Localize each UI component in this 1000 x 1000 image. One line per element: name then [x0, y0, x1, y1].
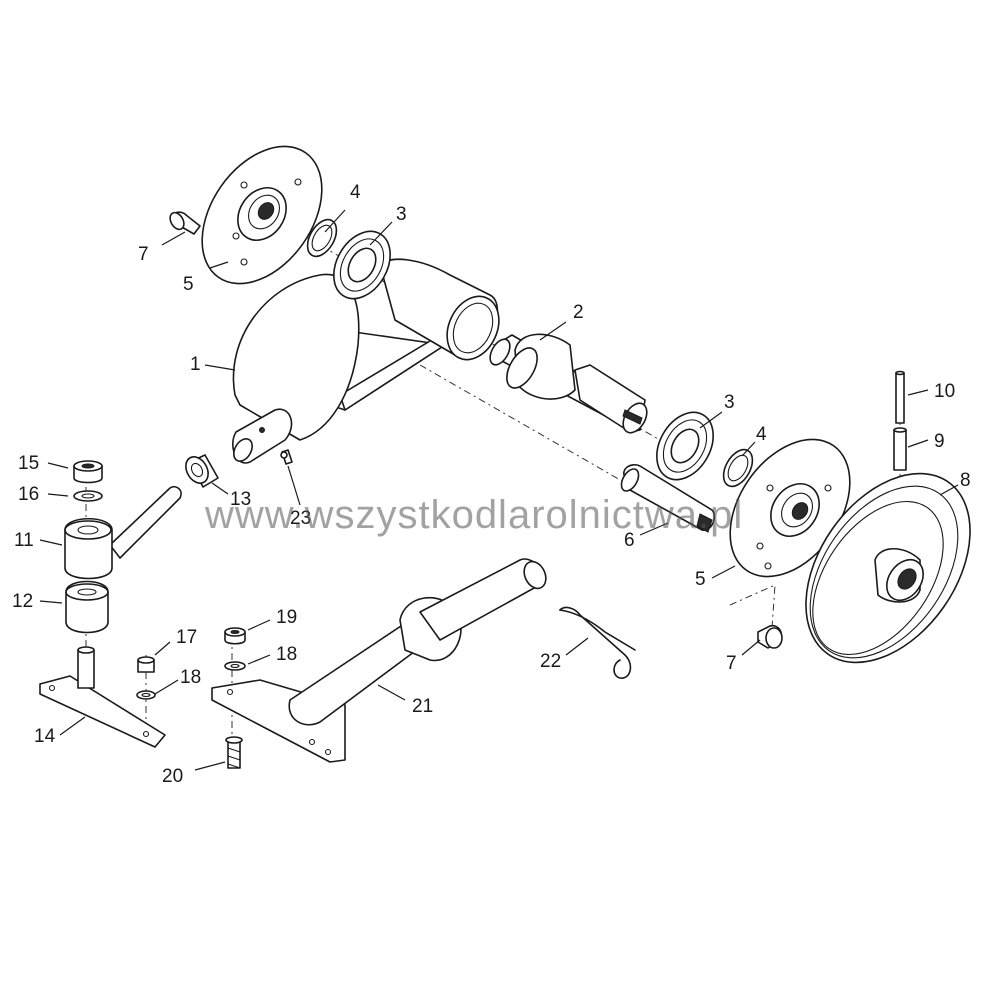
callout-labels: 7 5 4 3 1 2 3 4 10 9 8 15 16 11 12 13 23…	[12, 182, 971, 787]
callout-18-right: 18	[276, 644, 297, 665]
part-10-pin	[895, 370, 905, 424]
callout-21: 21	[412, 696, 433, 717]
part-23-grease-nipple	[280, 449, 293, 465]
callout-11: 11	[14, 530, 34, 551]
callout-16: 16	[18, 484, 39, 505]
part-15-nut	[73, 460, 103, 484]
callout-12: 12	[12, 591, 33, 612]
part-14-base-plate	[39, 646, 166, 748]
part-3-lower-bearing	[656, 411, 714, 481]
part-5-lower-flange	[729, 438, 851, 578]
callout-20: 20	[162, 766, 183, 787]
part-2-shaft	[489, 333, 648, 434]
callout-17: 17	[176, 627, 197, 648]
callout-2: 2	[573, 302, 584, 323]
part-17-bolt	[137, 656, 155, 673]
part-19-nut	[224, 627, 246, 645]
callout-19: 19	[276, 607, 297, 628]
part-4-lower-circlip	[722, 448, 754, 488]
callout-13: 13	[230, 489, 251, 510]
part-18-washer-left	[136, 690, 156, 700]
callout-14: 14	[34, 726, 56, 747]
callout-3-upper: 3	[396, 204, 407, 225]
part-18-washer-right	[224, 661, 246, 671]
callout-3-lower: 3	[724, 392, 735, 413]
callout-7-lower: 7	[726, 653, 737, 674]
part-20-bolt	[225, 736, 243, 769]
part-7-lower-bolt	[757, 624, 783, 649]
callout-1: 1	[190, 354, 201, 375]
callout-5-lower: 5	[695, 569, 706, 590]
part-16-washer	[73, 490, 103, 502]
part-7-upper-bolt	[169, 211, 201, 235]
part-21-support-arm	[211, 558, 547, 763]
callout-9: 9	[934, 431, 945, 452]
callout-6: 6	[624, 530, 635, 551]
callout-15: 15	[18, 453, 39, 474]
callout-4-lower: 4	[756, 424, 767, 445]
callout-10: 10	[934, 381, 955, 402]
part-22-spring-clip	[559, 606, 636, 679]
callout-leaders	[39, 209, 959, 771]
callout-4-upper: 4	[350, 182, 361, 203]
part-11-roller-arm	[64, 485, 182, 580]
part-4-upper-circlip	[306, 218, 338, 258]
callout-22: 22	[540, 651, 561, 672]
part-8-pulley	[805, 472, 971, 664]
callout-5-upper: 5	[183, 274, 194, 295]
part-6-pin	[620, 463, 716, 533]
part-12-roller	[65, 580, 109, 634]
part-1-gear-housing	[232, 258, 500, 464]
callout-7-upper: 7	[138, 244, 149, 265]
watermark-text: www.wszystkodlarolnictwa.pl	[204, 493, 743, 537]
callout-18-left: 18	[180, 667, 201, 688]
callout-23: 23	[290, 508, 311, 529]
part-5-upper-flange	[201, 145, 323, 285]
part-9-pin	[893, 427, 907, 471]
part-13-bushing	[185, 454, 219, 488]
callout-8: 8	[960, 470, 971, 491]
